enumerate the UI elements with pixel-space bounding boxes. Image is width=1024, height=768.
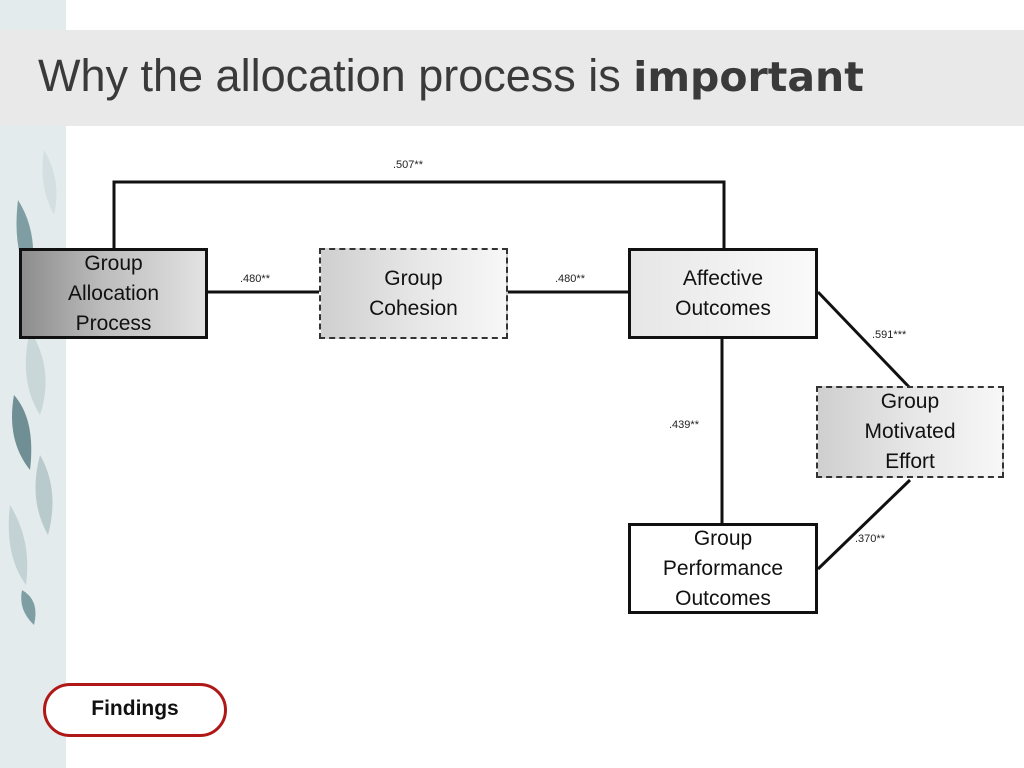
node-label: Affective Outcomes — [675, 266, 771, 320]
node-label: Group Motivated Effort — [864, 390, 956, 473]
node-group-motivated-effort: Group Motivated Effort — [816, 386, 1004, 478]
node-label: Group Allocation Process — [67, 251, 160, 335]
node-affective-outcomes: Affective Outcomes — [628, 248, 818, 339]
coef-allocation-cohesion: .480** — [240, 273, 270, 285]
coef-affective-performance: .439** — [669, 419, 699, 431]
slide-title: Why the allocation process is important — [38, 48, 864, 105]
coef-affective-motivated: .591*** — [872, 329, 907, 341]
left-decorative-band — [0, 0, 66, 768]
node-label: Group Cohesion — [369, 266, 458, 320]
path-affective-to-motivated — [816, 290, 912, 390]
node-group-cohesion: Group Cohesion — [319, 248, 508, 339]
node-group-allocation-process: Group Allocation Process — [19, 248, 208, 339]
path-allocation-to-affective — [112, 180, 726, 248]
coef-motivated-performance: .370** — [855, 533, 885, 545]
node-group-performance-outcomes: Group Performance Outcomes — [628, 523, 818, 614]
title-emphasis-text: important — [633, 53, 864, 101]
findings-label: Findings — [91, 696, 179, 720]
path-motivated-to-performance — [816, 478, 912, 571]
leaf-pattern-decoration — [8, 150, 57, 625]
title-bar — [0, 30, 1024, 126]
node-label: Group Performance Outcomes — [662, 526, 784, 610]
title-regular-text: Why the allocation process is — [38, 50, 634, 101]
coef-cohesion-affective: .480** — [555, 273, 585, 285]
coef-allocation-affective: .507** — [393, 159, 423, 171]
findings-button[interactable]: Findings — [43, 683, 227, 737]
